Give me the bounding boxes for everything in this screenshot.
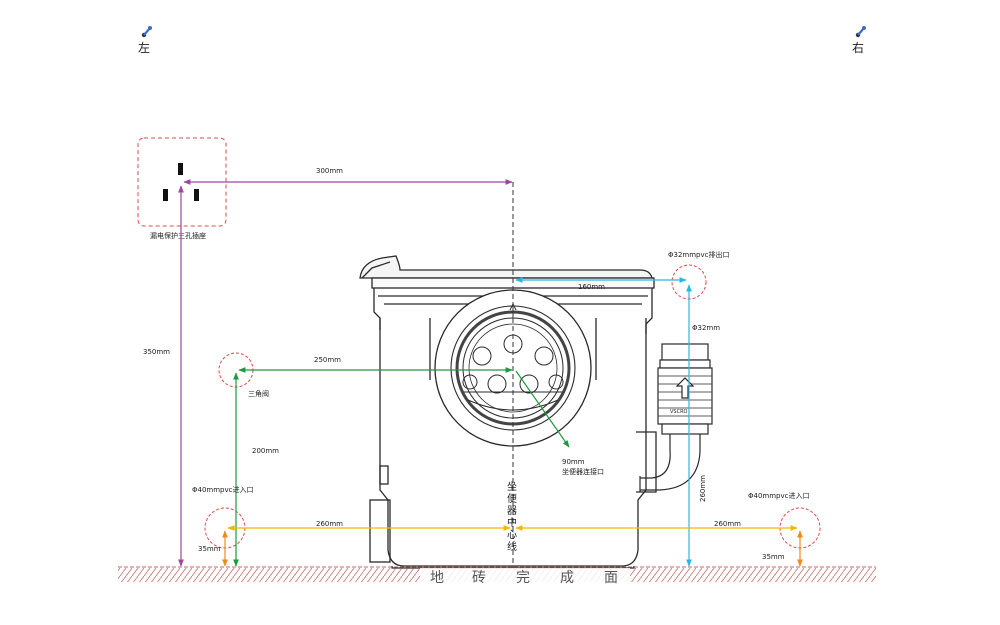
right-corner-label: 右 bbox=[852, 40, 864, 55]
socket-vertical-dimension: 350mm bbox=[143, 348, 170, 356]
valve-label: 三角阀 bbox=[248, 389, 269, 398]
outlet-label: Φ32mmpvc排出口 bbox=[668, 250, 730, 259]
right-corner-marker: 右 bbox=[852, 26, 866, 55]
floor-label: 地 砖 完 成 面 bbox=[420, 568, 630, 586]
power-socket: 漏电保护三孔插座 bbox=[137, 137, 227, 240]
inlet-vertical-dimensions bbox=[222, 530, 803, 567]
pushpin-icon bbox=[141, 26, 152, 38]
center-line-char: 心 bbox=[507, 529, 517, 541]
right-inlet-label: Φ40mmpvc进入口 bbox=[748, 492, 810, 500]
floor-char: 面 bbox=[604, 570, 620, 586]
outlet-pipe-dimension: Φ32mm bbox=[692, 324, 720, 332]
pipe-brand-label: VSCRO bbox=[670, 409, 688, 415]
right-inlet-horizontal-dimension: 260mm bbox=[714, 520, 741, 528]
valve-dimensions bbox=[233, 367, 570, 567]
outlet-dimensions bbox=[515, 277, 692, 567]
outlet-vertical-dimension: 260mm bbox=[699, 475, 707, 502]
left-corner-label: 左 bbox=[138, 40, 150, 55]
floor-char: 完 bbox=[516, 570, 532, 586]
socket-label: 漏电保护三孔插座 bbox=[150, 231, 206, 240]
center-line-label: 坐 便 器 中 心 线 bbox=[507, 481, 517, 553]
socket-horizontal-dimension: 300mm bbox=[316, 167, 343, 175]
floor-char: 砖 bbox=[472, 570, 488, 586]
center-line-char: 线 bbox=[507, 540, 517, 553]
outlet-pipe: VSCRO bbox=[639, 343, 713, 492]
center-line-char: 中 bbox=[507, 516, 517, 529]
center-line-arrow bbox=[509, 302, 517, 318]
floor-char: 成 bbox=[560, 570, 576, 586]
left-inlet-label: Φ40mmpvc进入口 bbox=[192, 486, 254, 494]
outlet-horizontal-dimension: 160mm bbox=[578, 283, 605, 291]
left-inlet-horizontal-dimension: 260mm bbox=[316, 520, 343, 528]
right-inlet-vertical-dimension: 35mm bbox=[762, 553, 785, 561]
pushpin-icon bbox=[855, 26, 866, 38]
valve-horizontal-dimension: 250mm bbox=[314, 356, 341, 364]
center-line-char: 坐 bbox=[507, 481, 517, 493]
center-line-char: 器 bbox=[507, 505, 517, 517]
left-corner-marker: 左 bbox=[138, 26, 152, 55]
toilet-connector-label: 坐便器连接口 bbox=[562, 467, 604, 476]
left-inlet-vertical-dimension: 35mm bbox=[198, 545, 221, 553]
valve-vertical-dimension: 200mm bbox=[252, 447, 279, 455]
toilet-connector-dimension: 90mm bbox=[562, 458, 585, 466]
socket-dimensions bbox=[178, 179, 513, 567]
floor-char: 地 bbox=[430, 570, 446, 586]
center-line-char: 便 bbox=[507, 492, 517, 505]
